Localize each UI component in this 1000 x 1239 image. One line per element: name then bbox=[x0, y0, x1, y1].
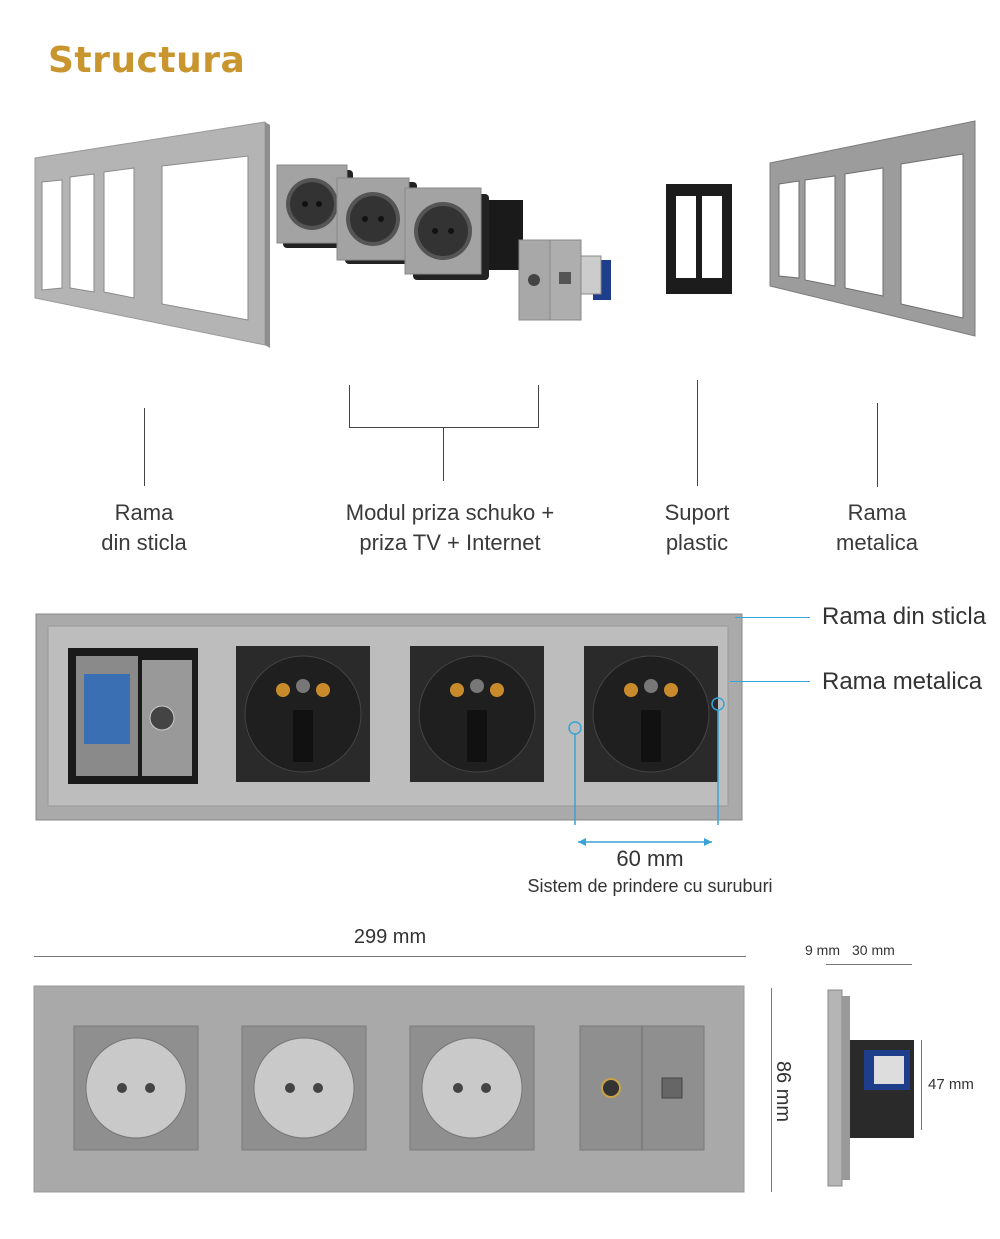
back-depth-label: 30 mm bbox=[852, 942, 895, 958]
module-height-line bbox=[921, 1040, 922, 1130]
front-depth-label: 9 mm bbox=[805, 942, 840, 958]
schuko-module-2 bbox=[336, 177, 417, 264]
label-module: Modul priza schuko +priza TV + Internet bbox=[345, 500, 555, 555]
plastic-support-image bbox=[666, 184, 732, 294]
rear-socket-3 bbox=[584, 646, 718, 782]
front-socket-3 bbox=[409, 1025, 535, 1151]
height-dimension-line bbox=[771, 988, 772, 1192]
schuko-module-3 bbox=[404, 187, 523, 280]
module-bracket-bar bbox=[349, 427, 539, 428]
glass-frame-image bbox=[34, 121, 270, 348]
module-bracket-right bbox=[538, 385, 539, 427]
side-profile-image bbox=[827, 989, 914, 1187]
module-height-label: 47 mm bbox=[928, 1076, 974, 1093]
glass-frame-leader bbox=[144, 408, 145, 486]
front-socket-1 bbox=[73, 1025, 199, 1151]
callout-metal-frame: Rama metalica bbox=[822, 668, 983, 695]
schuko-module-1 bbox=[276, 164, 353, 248]
page-title: Structura bbox=[48, 40, 246, 81]
module-image bbox=[276, 164, 611, 321]
rear-socket-1 bbox=[236, 646, 370, 782]
spacing-arrow bbox=[578, 838, 712, 846]
width-label: 299 mm bbox=[353, 926, 427, 948]
module-leader bbox=[443, 427, 444, 481]
depth-dimension-line bbox=[826, 964, 912, 965]
metal-frame-image bbox=[769, 120, 976, 337]
metal-frame-leader bbox=[877, 403, 878, 487]
front-socket-2 bbox=[241, 1025, 367, 1151]
support-leader bbox=[697, 380, 698, 486]
front-tv-data bbox=[579, 1025, 705, 1151]
spacing-label: 60 mm bbox=[616, 846, 684, 871]
rear-socket-2 bbox=[410, 646, 544, 782]
tv-data-module bbox=[518, 239, 611, 321]
fixing-label: Sistem de prindere cu suruburi bbox=[527, 876, 773, 896]
rear-view-image bbox=[35, 613, 743, 825]
width-dimension-line bbox=[34, 956, 746, 957]
height-label: 86 mm bbox=[772, 1060, 795, 1123]
front-view-image bbox=[33, 985, 745, 1193]
callout-line-glass bbox=[735, 617, 810, 618]
callout-line-metal bbox=[730, 681, 810, 682]
callout-glass-frame: Rama din sticla bbox=[822, 603, 987, 630]
module-bracket-left bbox=[349, 385, 350, 427]
rear-data-module bbox=[68, 648, 198, 784]
